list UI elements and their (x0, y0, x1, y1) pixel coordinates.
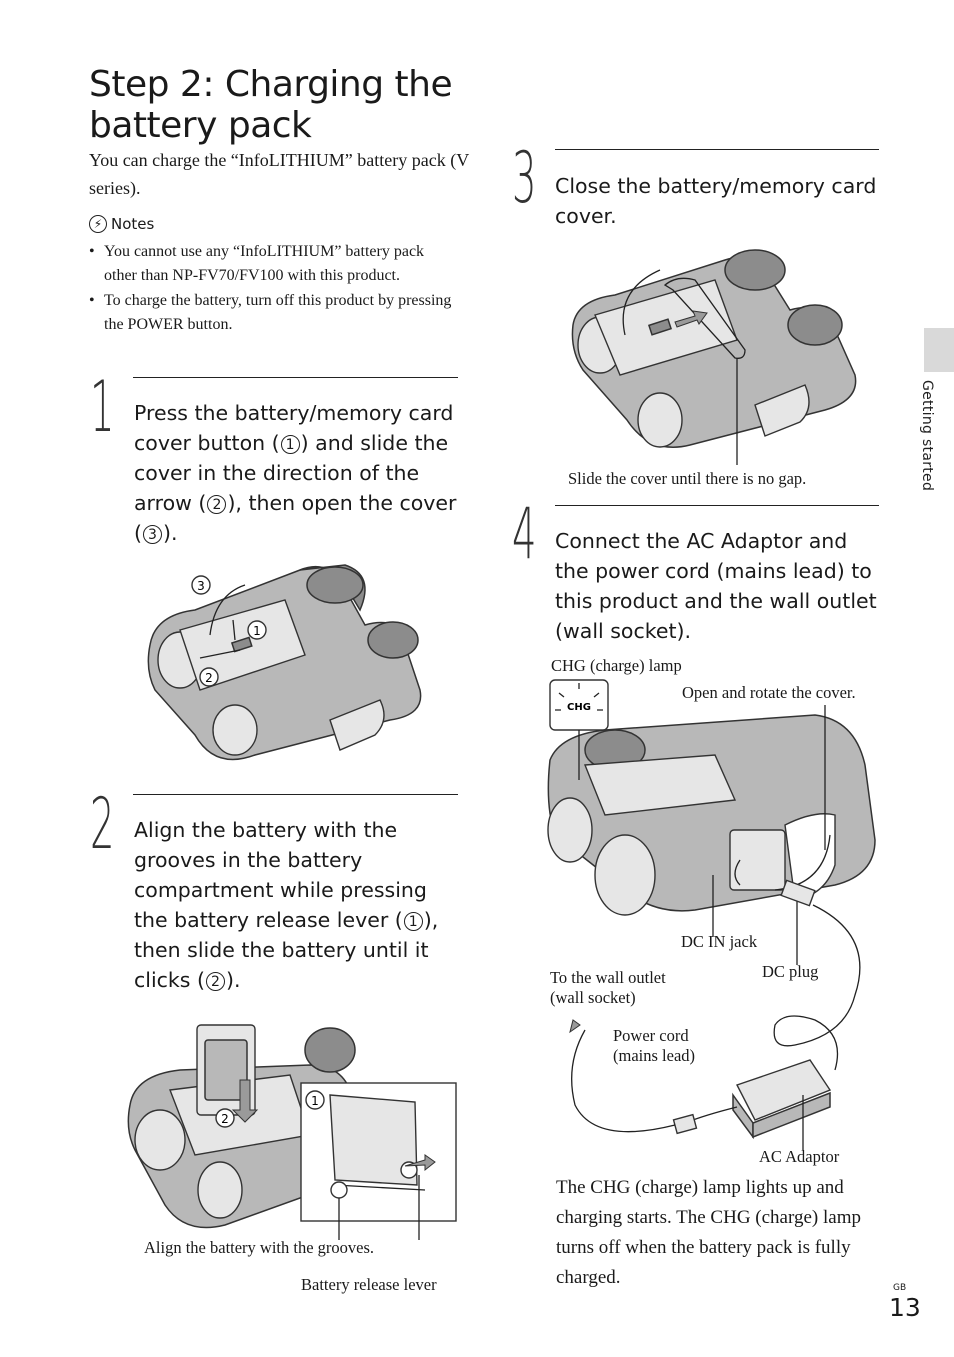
step-number: 1 (90, 366, 115, 448)
marker-3: 3 (143, 525, 162, 544)
step-4-text: Connect the AC Adaptor and the power cor… (555, 529, 877, 643)
step-2-text: Align the battery with the grooves in th… (134, 818, 439, 992)
region-code: GB (893, 1283, 907, 1293)
figure-open-cover: 3 1 2 (147, 564, 422, 761)
intro-paragraph: You can charge the “InfoLITHIUM” battery… (89, 150, 469, 198)
figure-connect-adaptor: CHG (547, 679, 876, 1150)
label-open-cover: Open and rotate the cover. (682, 683, 856, 702)
section-tab (924, 328, 954, 372)
fig1-marker-3: 3 (197, 579, 205, 593)
notes-list: You cannot use any “InfoLITHIUM” battery… (89, 240, 454, 338)
figure-close-cover (571, 249, 857, 465)
step-divider (555, 149, 879, 150)
label-chg-lamp: CHG (charge) lamp (551, 656, 682, 675)
label-dc-plug: DC plug (762, 962, 819, 981)
note-item: You cannot use any “InfoLITHIUM” battery… (89, 240, 454, 288)
step-divider (555, 505, 879, 506)
note-item: To charge the battery, turn off this pro… (89, 289, 454, 337)
marker-2: 2 (206, 972, 225, 991)
marker-2: 2 (207, 495, 227, 514)
notes-heading-label: Notes (111, 215, 155, 233)
caution-icon: ⚡ (89, 215, 107, 233)
step-1-text: Press the battery/memory card cover butt… (134, 401, 457, 545)
step-number: 3 (512, 137, 537, 219)
step-divider (133, 377, 458, 378)
label-power-cord: Power cord (mains lead) (613, 1026, 696, 1065)
figure-insert-battery: 2 1 (127, 1024, 457, 1240)
step-number: 4 (512, 493, 537, 575)
section-label: Getting started (919, 380, 935, 492)
step-number: 2 (90, 783, 115, 865)
step-3-text: Close the battery/memory card cover. (555, 174, 877, 228)
fig2-marker-1: 1 (311, 1094, 319, 1108)
label-ac-adaptor: AC Adaptor (759, 1147, 840, 1166)
fig2-marker-2: 2 (221, 1112, 229, 1126)
caption-close-cover: Slide the cover until there is no gap. (568, 469, 807, 488)
marker-1: 1 (280, 435, 300, 454)
page-number: 13 (889, 1293, 921, 1322)
label-dc-in-jack: DC IN jack (681, 932, 758, 951)
notes-heading: ⚡ Notes (89, 215, 154, 233)
caption-grooves: Align the battery with the grooves. (144, 1238, 375, 1257)
page-title: Step 2: Charging the battery pack (89, 64, 453, 147)
fig1-marker-2: 2 (205, 671, 213, 685)
fig1-marker-1: 1 (253, 624, 261, 638)
charge-note: The CHG (charge) lamp lights up and char… (556, 1177, 861, 1288)
caption-release-lever: Battery release lever (301, 1275, 437, 1294)
chg-badge: CHG (567, 702, 591, 713)
marker-1: 1 (403, 912, 423, 931)
step-divider (133, 794, 458, 795)
label-wall-outlet: To the wall outlet (wall socket) (550, 968, 666, 1007)
